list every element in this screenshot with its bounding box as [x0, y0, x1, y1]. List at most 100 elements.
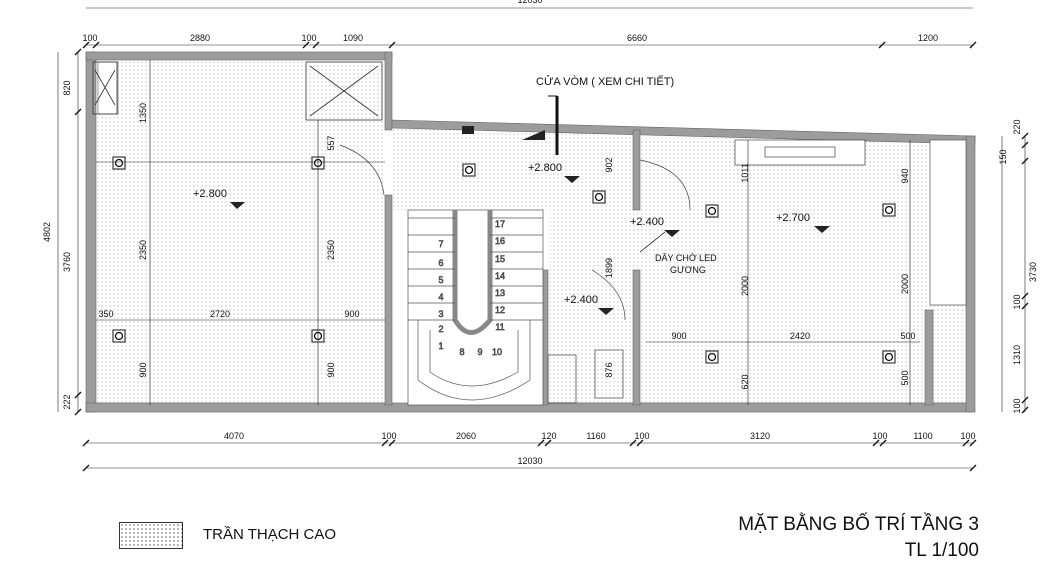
ceiling-recess — [734, 139, 866, 166]
dim-inner-14: 2000 — [740, 276, 750, 296]
dim-top-1: 100 — [82, 33, 97, 43]
stair-step-number: 11 — [495, 322, 504, 332]
tick-mark — [74, 48, 82, 56]
level-3: +2.400 — [630, 216, 664, 228]
ceiling-levels: +2.800 +2.800 +2.400 +2.400 +2.700 — [193, 162, 830, 315]
dim-right-4: 1310 — [1012, 345, 1022, 365]
legend-swatch — [119, 522, 183, 549]
dim-top-6: 1200 — [918, 33, 938, 43]
doors — [339, 144, 691, 404]
downlights — [112, 156, 896, 364]
tick-mark — [537, 439, 545, 447]
dim-inner-9: 557 — [326, 135, 336, 150]
drawing-title: MẶT BẰNG BỐ TRÍ TẦNG 3 — [738, 514, 979, 535]
dim-inner-10: 902 — [604, 157, 614, 172]
tick-mark — [879, 439, 887, 447]
tick-mark — [302, 41, 310, 49]
downlight-icon — [592, 190, 606, 204]
dim-top-total: 12030 — [517, 0, 542, 5]
stair-step-number: 5 — [438, 275, 443, 285]
level-5: +2.700 — [776, 212, 810, 224]
dim-inner-19: 940 — [900, 168, 910, 183]
dim-inner-2: 2350 — [138, 240, 148, 260]
stair-step-number: 1 — [438, 341, 443, 351]
stair-step-number: 16 — [495, 236, 505, 246]
dim-bottom-10: 100 — [960, 431, 975, 441]
dim-bottom-4: 120 — [541, 431, 556, 441]
stair-step-number: 8 — [459, 347, 464, 357]
tick-mark — [92, 41, 100, 49]
dim-inner-21: 500 — [900, 370, 910, 385]
downlight-icon — [112, 156, 126, 170]
dim-bottom-7: 3120 — [750, 431, 770, 441]
dim-inner-20: 2000 — [900, 274, 910, 294]
downlight-icon — [705, 204, 719, 218]
dim-inner-17: 2420 — [790, 331, 810, 341]
dimension-labels: 100 2880 100 1090 6660 1200 12030 4070 1… — [42, 0, 1038, 466]
dim-inner-8: 2350 — [326, 240, 336, 260]
stair-step-number: 14 — [495, 271, 505, 281]
dim-left-1: 820 — [62, 80, 72, 95]
tick-mark — [969, 464, 977, 472]
dim-top-4: 1090 — [343, 33, 363, 43]
walls — [85, 51, 976, 413]
dim-left-2: 3760 — [62, 252, 72, 272]
stair-step-number: 15 — [495, 254, 505, 264]
dim-right-5: 100 — [1012, 398, 1022, 413]
dim-bottom-3: 2060 — [456, 431, 476, 441]
tick-mark — [82, 464, 90, 472]
tick-mark — [74, 391, 82, 399]
tick-mark — [74, 408, 82, 416]
dim-top-2: 2880 — [190, 33, 210, 43]
drawing-scale: TL 1/100 — [904, 540, 979, 561]
stair-step-number: 10 — [492, 347, 502, 357]
dim-bottom-5: 1160 — [586, 431, 605, 441]
downlight-icon — [882, 203, 896, 217]
mirror-note: GƯƠNG — [670, 265, 706, 275]
drawing-title-block: MẶT BẰNG BỐ TRÍ TẦNG 3 TL 1/100 — [738, 512, 979, 564]
dim-inner-11: 1899 — [604, 258, 614, 278]
arch-door-marker — [462, 95, 559, 155]
dim-right-3: 100 — [1012, 294, 1022, 309]
dim-right-2: 150 — [998, 149, 1008, 164]
dim-left-total: 4802 — [42, 222, 52, 242]
ceiling-fill — [95, 60, 970, 405]
tick-mark — [381, 439, 389, 447]
dim-left-3: 222 — [62, 394, 72, 409]
level-4: +2.400 — [564, 294, 598, 306]
dim-bottom-1: 4070 — [224, 431, 244, 441]
tick-mark — [872, 439, 880, 447]
downlight-icon — [705, 350, 719, 364]
stair-step-number: 13 — [495, 288, 505, 298]
dim-top-5: 6660 — [627, 33, 647, 43]
dim-bottom-2: 100 — [381, 431, 396, 441]
stair-step-number: 17 — [495, 219, 505, 229]
stair-step-number: 2 — [438, 324, 443, 334]
downlight-icon — [112, 329, 126, 343]
dim-inner-3: 900 — [138, 362, 148, 377]
stair-step-number: 7 — [438, 239, 443, 249]
dim-bottom-8: 100 — [872, 431, 887, 441]
dim-inner-18: 500 — [900, 331, 915, 341]
dim-inner-13: 1011 — [740, 163, 750, 182]
dim-bottom-9: 1100 — [913, 431, 932, 441]
tick-mark — [1021, 406, 1029, 414]
tick-mark — [969, 41, 977, 49]
level-1: +2.800 — [193, 188, 227, 200]
led-note: DÂY CHỜ LED — [655, 253, 717, 263]
dim-inner-16: 900 — [671, 331, 686, 341]
downlight-icon — [882, 350, 896, 364]
dim-inner-15: 620 — [740, 374, 750, 389]
arch-door-note: CỬA VÒM ( XEM CHI TIẾT) — [536, 75, 674, 88]
stair-step-number: 12 — [495, 305, 505, 315]
dim-bottom-total: 12030 — [517, 456, 542, 466]
tick-mark — [636, 439, 644, 447]
tick-mark — [388, 439, 396, 447]
tick-mark — [312, 41, 320, 49]
level-2: +2.800 — [528, 162, 562, 174]
downlight-icon — [462, 163, 476, 177]
dim-top-3: 100 — [301, 33, 316, 43]
tick-mark — [544, 439, 552, 447]
tick-mark — [1021, 396, 1029, 404]
